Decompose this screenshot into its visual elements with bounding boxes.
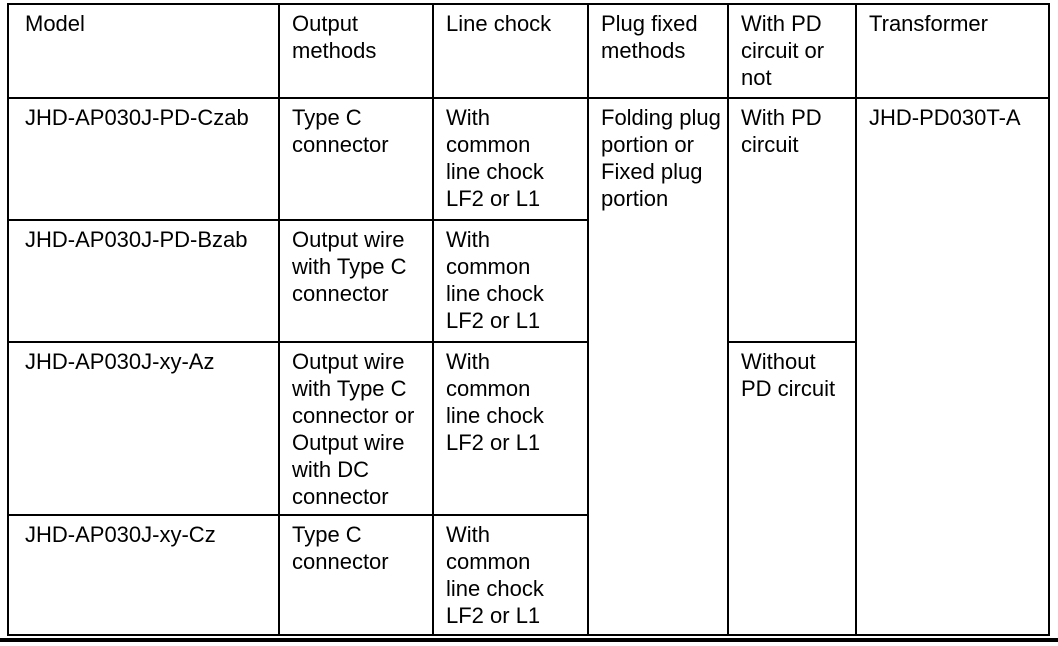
cell-line-chock: With common line chock LF2 or L1	[432, 514, 589, 636]
header-line-chock: Line chock	[432, 3, 589, 99]
table-row: JHD-AP030J-PD-Bzab Output wire with Type…	[7, 219, 1049, 343]
table-row: JHD-AP030J-PD-Czab Type C connector With…	[7, 97, 1050, 636]
cell-line-chock: With common line chock LF2 or L1	[432, 341, 589, 516]
page-bottom-rule	[0, 638, 1058, 642]
cell-model: JHD-AP030J-xy-Az	[7, 341, 280, 516]
header-with-pd-circuit-or-not: With PD circuit or not	[727, 3, 857, 99]
cell-output-method: Output wire with Type C connector or Out…	[278, 341, 434, 516]
cell-output-method: Type C connector	[278, 97, 434, 221]
cell-plug-fixed-methods: Folding plug portion or Fixed plug porti…	[587, 97, 729, 636]
table-row: JHD-AP030J-xy-Az Output wire with Type C…	[7, 341, 1049, 636]
cell-transformer-model: JHD-PD030T-A	[855, 97, 1050, 636]
cell-line-chock: With common line chock LF2 or L1	[432, 219, 589, 343]
cell-with-pd-circuit: With PD circuit	[727, 97, 857, 343]
header-output-methods: Output methods	[278, 3, 434, 99]
cell-model: JHD-AP030J-PD-Bzab	[7, 219, 280, 343]
cell-output-method: Output wire with Type C connector	[278, 219, 434, 343]
spec-table: Model Output methods Line chock Plug fix…	[7, 3, 1050, 636]
table-header-row: Model Output methods Line chock Plug fix…	[7, 3, 1050, 99]
cell-model: JHD-AP030J-xy-Cz	[7, 514, 280, 636]
cell-output-method: Type C connector	[278, 514, 434, 636]
table-row: JHD-AP030J-xy-Cz Type C connector With c…	[7, 514, 1049, 636]
header-model: Model	[7, 3, 280, 99]
cell-without-pd-circuit: Without PD circuit	[727, 341, 857, 636]
header-transformer: Transformer	[855, 3, 1050, 99]
cell-model: JHD-AP030J-PD-Czab	[7, 97, 280, 221]
header-plug-fixed-methods: Plug fixed methods	[587, 3, 729, 99]
cell-line-chock: With common line chock LF2 or L1	[432, 97, 589, 221]
